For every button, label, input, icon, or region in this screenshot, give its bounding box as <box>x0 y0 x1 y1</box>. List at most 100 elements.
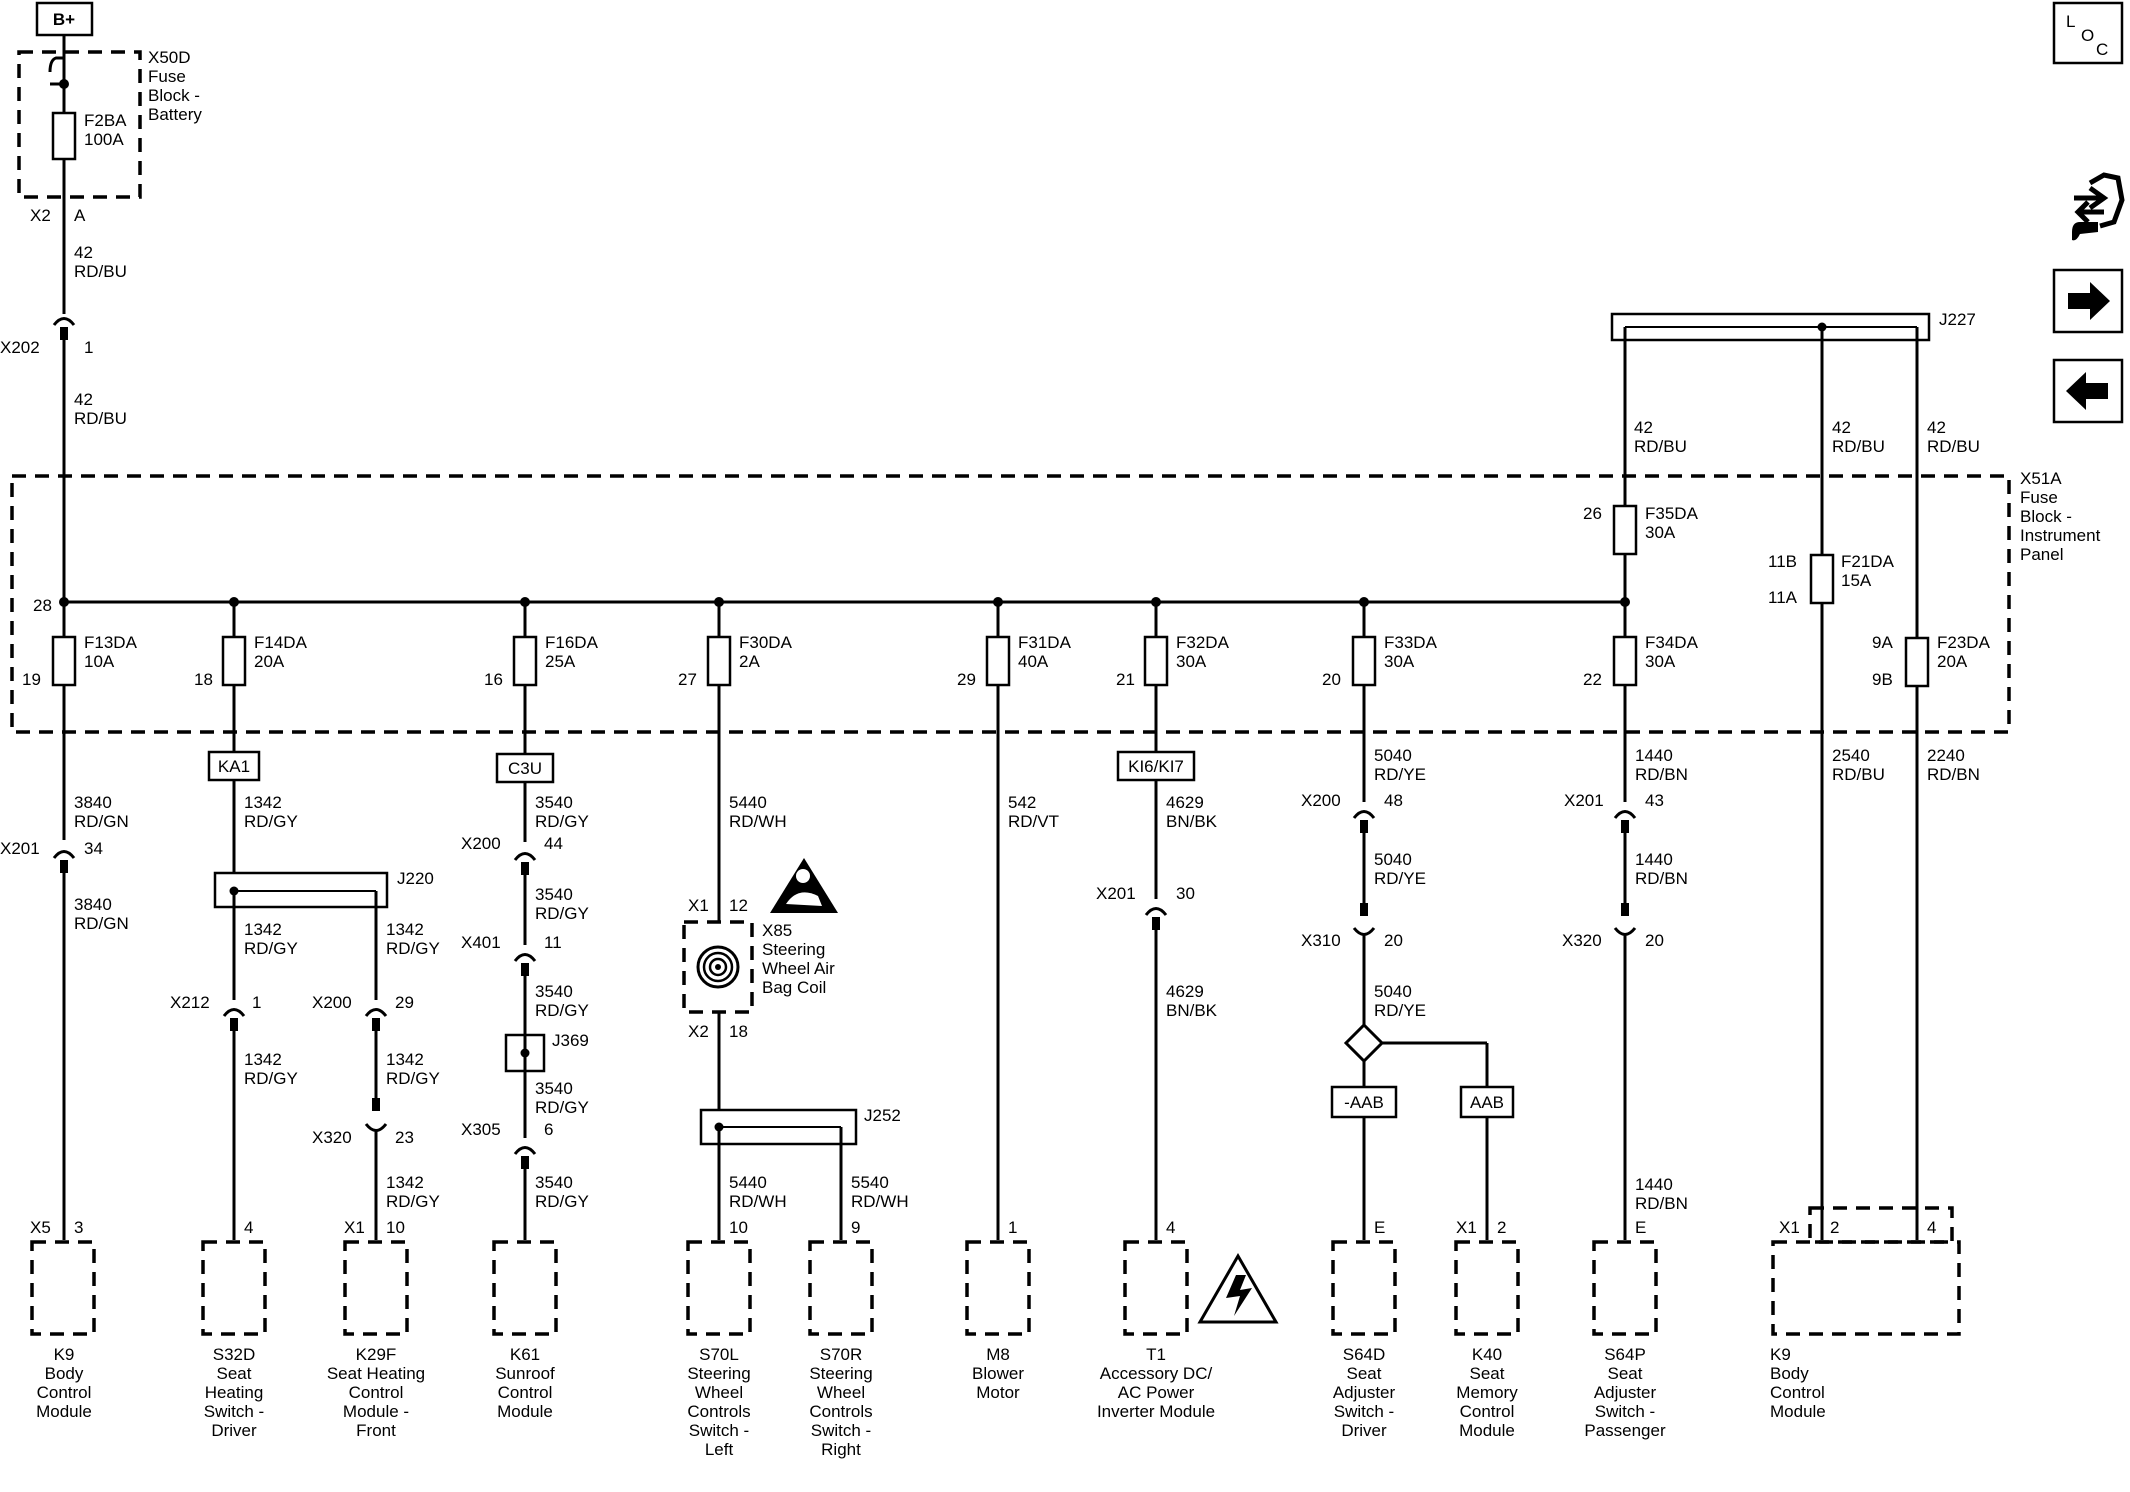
option-ki6-ki7: KI6/KI7 <box>1128 757 1184 776</box>
fuse-block-battery-line-3: Battery <box>148 105 202 124</box>
w-1440-c-color: RD/BN <box>1635 1194 1688 1213</box>
w-3540-e-color: RD/GY <box>535 1192 589 1211</box>
w-3840-b-circuit: 3840 <box>74 895 112 914</box>
fuse-block-battery-line-1: Fuse <box>148 67 186 86</box>
k29f-conn: X1 <box>344 1218 365 1237</box>
clockspring-coil-icon <box>696 945 740 989</box>
fuse-f2ba-rating: 100A <box>84 130 124 149</box>
x401-11-id: X401 <box>461 933 501 952</box>
j227-wire-2-color: RD/BU <box>1832 437 1885 456</box>
w-1440-b-color: RD/BN <box>1635 869 1688 888</box>
k29f-id: K29F <box>356 1345 397 1364</box>
s70l-line-4: Switch - <box>689 1421 749 1440</box>
high-voltage-warning-icon <box>1197 1252 1279 1324</box>
k9-right-line-1: Body <box>1770 1364 1809 1383</box>
k29f-line-1: Seat Heating <box>327 1364 425 1383</box>
k9-left-conn: X5 <box>30 1218 51 1237</box>
loc-letter-o: O <box>2081 26 2094 45</box>
w-3840-color: RD/GN <box>74 812 129 831</box>
t1-line-2: AC Power <box>1118 1383 1195 1402</box>
x200-29-id: X200 <box>312 993 352 1012</box>
component-k9-left: X5 3 K9 Body Control Module <box>30 1218 96 1421</box>
fuse-f35da-name: F35DA <box>1645 504 1699 523</box>
w-1342-d-color: RD/GY <box>386 1069 440 1088</box>
feed-wire-circuit: 42 <box>74 243 93 262</box>
fuse-f32da-pin: 21 <box>1116 670 1135 689</box>
w-1342-circuit: 1342 <box>244 793 282 812</box>
j227-wire-3-color: RD/BU <box>1927 437 1980 456</box>
w-5040-b-color: RD/YE <box>1374 869 1426 888</box>
w-1342-e-circuit: 1342 <box>386 1173 424 1192</box>
j227-wire-1-circuit: 42 <box>1634 418 1653 437</box>
w-1342-d-circuit: 1342 <box>386 1050 424 1069</box>
w-1342-a-circuit: 1342 <box>244 920 282 939</box>
option-ka1: KA1 <box>218 757 250 776</box>
fuse-f16da-name: F16DA <box>545 633 599 652</box>
x85-top-conn: X1 <box>688 896 709 915</box>
s64p-line-2: Adjuster <box>1594 1383 1657 1402</box>
w-5540-color: RD/WH <box>851 1192 909 1211</box>
fuse-f34da-pin: 22 <box>1583 670 1602 689</box>
w-3540-c-circuit: 3540 <box>535 982 573 1001</box>
previous-page-icon[interactable] <box>2052 358 2124 424</box>
x401-11-connector <box>513 953 537 962</box>
t1-id: T1 <box>1146 1345 1166 1364</box>
component-s32d: 4 S32D Seat Heating Switch - Driver <box>201 1218 267 1440</box>
x201-34-id: X201 <box>0 839 40 858</box>
fuse-f23da-pin-in: 9A <box>1872 633 1893 652</box>
fuse-f32da-name: F32DA <box>1176 633 1230 652</box>
k40-line-2: Memory <box>1456 1383 1518 1402</box>
service-info-icon[interactable] <box>2072 172 2125 241</box>
branch-f30da: F30DA 2A 27 <box>678 597 793 689</box>
fuse-block-battery-id: X50D <box>148 48 191 67</box>
w-2540-circuit: 2540 <box>1832 746 1870 765</box>
w-5040-b-circuit: 5040 <box>1374 850 1412 869</box>
k40-pin: 2 <box>1497 1218 1506 1237</box>
fuse-f23da-name: F23DA <box>1937 633 1991 652</box>
w-542-color: RD/VT <box>1008 812 1059 831</box>
j227-wire-2-circuit: 42 <box>1832 418 1851 437</box>
option-aab-box <box>1459 1085 1515 1119</box>
x212-1-id: X212 <box>170 993 210 1012</box>
fuse-f16da-icon <box>512 635 538 687</box>
x200-48-pin: 48 <box>1384 791 1403 810</box>
component-s64p: E S64P Seat Adjuster Switch - Passenger <box>1584 1218 1666 1440</box>
x201-34-pin: 34 <box>84 839 103 858</box>
x320-23-connector <box>364 1123 388 1132</box>
fuse-f31da-icon <box>985 635 1011 687</box>
s70r-line-5: Right <box>821 1440 861 1459</box>
x212-1-pin: 1 <box>252 993 261 1012</box>
fuse-f14da-rating: 20A <box>254 652 285 671</box>
w-4629-circuit: 4629 <box>1166 793 1204 812</box>
x305-6-id: X305 <box>461 1120 501 1139</box>
s32d-line-4: Driver <box>211 1421 257 1440</box>
s70r-line-3: Controls <box>809 1402 872 1421</box>
fuse-f32da-rating: 30A <box>1176 652 1207 671</box>
x201-34-connector <box>52 850 76 859</box>
option-neg-aab-box <box>1330 1085 1398 1119</box>
fuse-f34da-rating: 30A <box>1645 652 1676 671</box>
fuse-f30da-icon <box>706 635 732 687</box>
x201-43-pin: 43 <box>1645 791 1664 810</box>
fuse-f35da-rating: 30A <box>1645 523 1676 542</box>
fuse-f21da-rating: 15A <box>1841 571 1872 590</box>
x201-30-connector <box>1144 907 1168 916</box>
m8-line-1: Blower <box>972 1364 1024 1383</box>
component-s70l: 10 S70L Steering Wheel Controls Switch -… <box>686 1218 752 1459</box>
j369-id: J369 <box>552 1031 589 1050</box>
w-5040-c-circuit: 5040 <box>1374 982 1412 1001</box>
w-5040-circuit: 5040 <box>1374 746 1412 765</box>
loc-button[interactable]: L O C <box>2052 1 2124 65</box>
x2-label: X2 <box>30 206 51 225</box>
fuse-block-ip-outline <box>10 474 2011 734</box>
x200-48-id: X200 <box>1301 791 1341 810</box>
s70r-line-4: Switch - <box>811 1421 871 1440</box>
w-5440-b-circuit: 5440 <box>729 1173 767 1192</box>
w-3540-d-circuit: 3540 <box>535 1079 573 1098</box>
s70l-line-2: Wheel <box>695 1383 743 1402</box>
s70r-line-1: Steering <box>809 1364 872 1383</box>
loc-letter-c: C <box>2096 40 2108 59</box>
branch-f33da: F33DA 30A 20 <box>1322 597 1438 689</box>
next-page-icon[interactable] <box>2052 268 2124 334</box>
